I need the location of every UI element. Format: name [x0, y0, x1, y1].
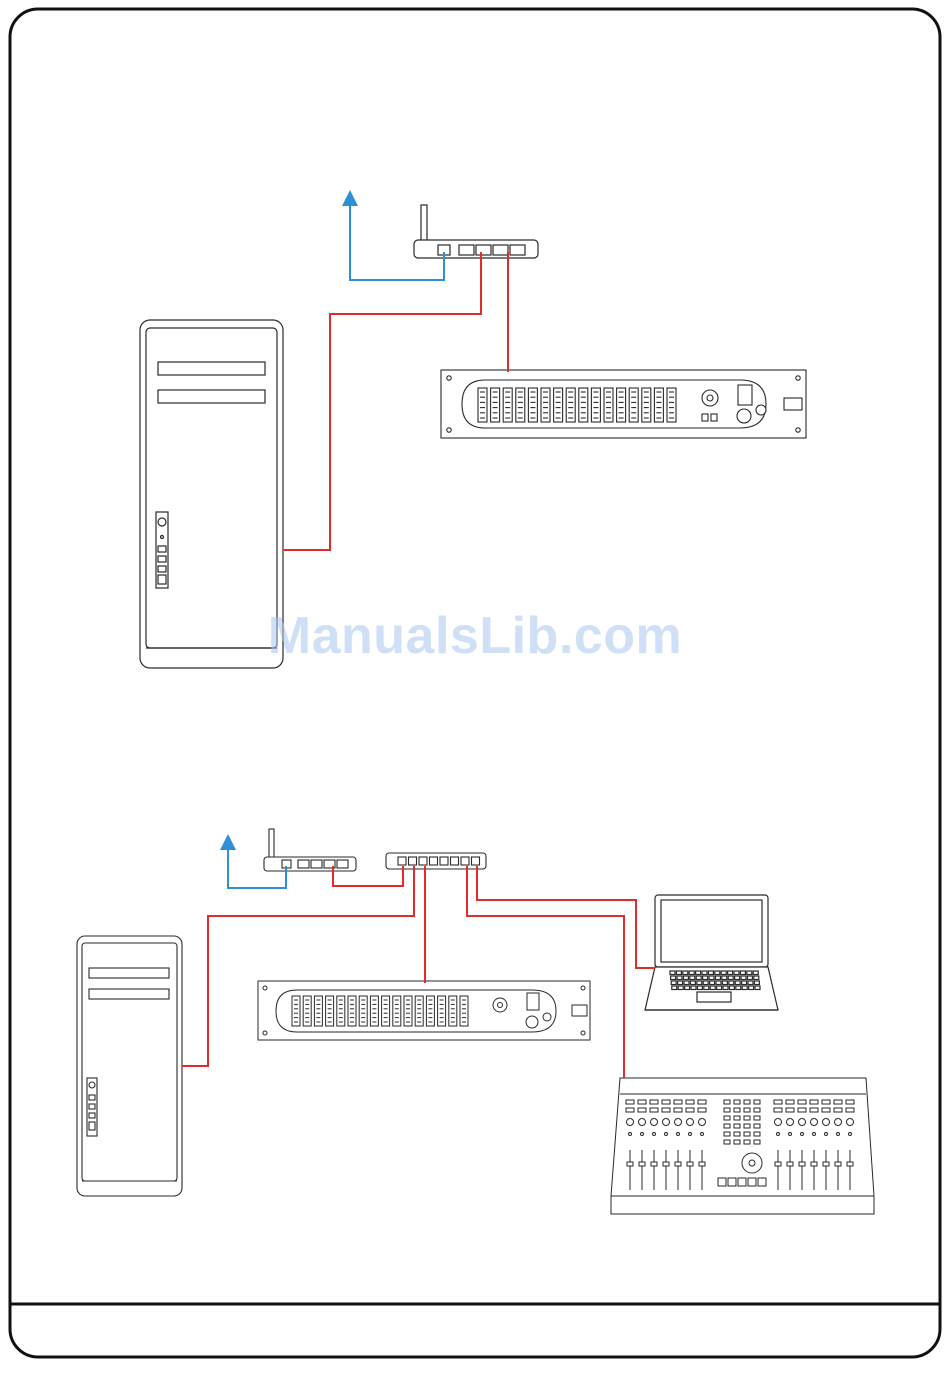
- wireless-router-icon: [264, 829, 356, 871]
- computer-tower-icon: [140, 320, 283, 668]
- computer-tower-icon: [77, 936, 182, 1196]
- wireless-router-icon: [414, 205, 538, 258]
- diagram-single-device: [140, 198, 806, 668]
- rack-controller-icon: [258, 981, 590, 1040]
- ethernet-cables: [182, 866, 655, 1078]
- rack-controller-icon: [441, 370, 806, 438]
- laptop-icon: [645, 895, 778, 1010]
- internet-cable: [350, 198, 444, 280]
- diagram-network-switch: [77, 829, 874, 1214]
- network-switch-icon: [386, 853, 486, 869]
- mixing-console-icon: [611, 1078, 874, 1214]
